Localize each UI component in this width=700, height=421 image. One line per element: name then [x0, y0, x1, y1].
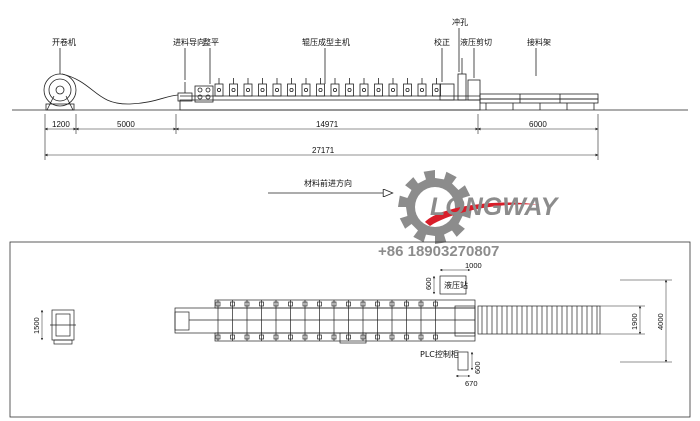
roll-stand — [374, 78, 383, 97]
hydraulic-station — [439, 275, 467, 295]
direction-label: 材料前进方向 — [304, 178, 352, 188]
roll-stand-top — [346, 300, 351, 341]
roll-stand — [301, 78, 311, 97]
roll-stand-top — [331, 300, 337, 341]
dim-total: 27171 — [312, 146, 335, 155]
roll-stand-top — [375, 300, 380, 341]
dim-1000: 1000 — [465, 261, 482, 270]
label-output-table: 接料架 — [527, 37, 551, 47]
roll-stand-top — [230, 300, 235, 341]
punch-and-cut — [439, 58, 481, 101]
roll-former-main — [179, 78, 481, 111]
dimension-lines — [44, 114, 599, 160]
top-view — [40, 268, 672, 378]
dim-1900: 1900 — [630, 313, 639, 330]
roll-stand-top — [317, 300, 322, 341]
roll-stand — [432, 78, 441, 97]
label-straightener: 校正 — [434, 37, 450, 47]
line-top — [174, 299, 476, 344]
roll-stand-top — [288, 300, 293, 341]
roll-stand-top — [360, 300, 366, 341]
roll-stand — [243, 78, 253, 97]
logo-swoosh — [425, 202, 540, 226]
roll-stand — [287, 78, 296, 97]
roll-stand — [214, 78, 224, 97]
dim-14971: 14971 — [316, 120, 339, 129]
roll-stand — [272, 78, 282, 97]
dim-670: 670 — [465, 379, 478, 388]
roll-stand-top — [244, 300, 250, 341]
roll-stand-top — [259, 300, 264, 341]
roll-stand — [229, 78, 238, 97]
roll-stand — [388, 78, 398, 97]
roll-stand — [417, 78, 427, 97]
roll-stand — [316, 78, 325, 97]
roll-stand-top — [389, 300, 395, 341]
logo-text: LONGWAY — [430, 193, 560, 221]
dim-4000: 4000 — [656, 313, 665, 330]
top-view-frame — [9, 241, 691, 418]
decoiler — [43, 73, 77, 111]
label-decoiler: 开卷机 — [52, 37, 76, 47]
dim-6000: 6000 — [529, 120, 547, 129]
roll-stand-top — [404, 300, 409, 341]
plc-cabinet — [457, 351, 469, 371]
output-table-top — [477, 305, 601, 335]
label-plc-cabinet: PLC控制柜 — [420, 349, 459, 359]
roll-stand-top — [418, 300, 424, 341]
dim-600-plc: 600 — [473, 361, 482, 374]
dim-5000: 5000 — [117, 120, 135, 129]
label-hydraulic-station: 液压站 — [444, 280, 468, 290]
label-leveler: 整平 — [203, 37, 219, 47]
roll-stand-top — [302, 300, 308, 341]
roll-stand — [258, 78, 267, 97]
label-main-roll-former: 辊压成型主机 — [302, 37, 350, 47]
dim-1200: 1200 — [52, 120, 70, 129]
coil-strip — [61, 73, 179, 105]
dim-1500: 1500 — [32, 317, 41, 334]
dim-600-hs: 600 — [424, 277, 433, 290]
roll-stand — [359, 78, 369, 97]
side-view — [12, 28, 688, 111]
roll-stand-top — [215, 300, 221, 341]
roll-stand — [403, 78, 412, 97]
output-table — [479, 93, 599, 110]
label-punch: 冲孔 — [452, 17, 468, 27]
roll-stand — [330, 78, 340, 97]
roll-stand — [345, 78, 354, 97]
label-hydraulic-cut: 液压剪切 — [460, 37, 492, 47]
longway-logo: LONGWAY +86 18903270807 — [378, 170, 560, 260]
roll-stand-top — [433, 300, 438, 341]
phone-number: +86 18903270807 — [378, 243, 499, 260]
feed-guide-unit — [177, 82, 214, 103]
roll-stand-top — [273, 300, 279, 341]
decoiler-top — [50, 309, 76, 345]
label-feed-guide: 进料导向 — [173, 37, 205, 47]
